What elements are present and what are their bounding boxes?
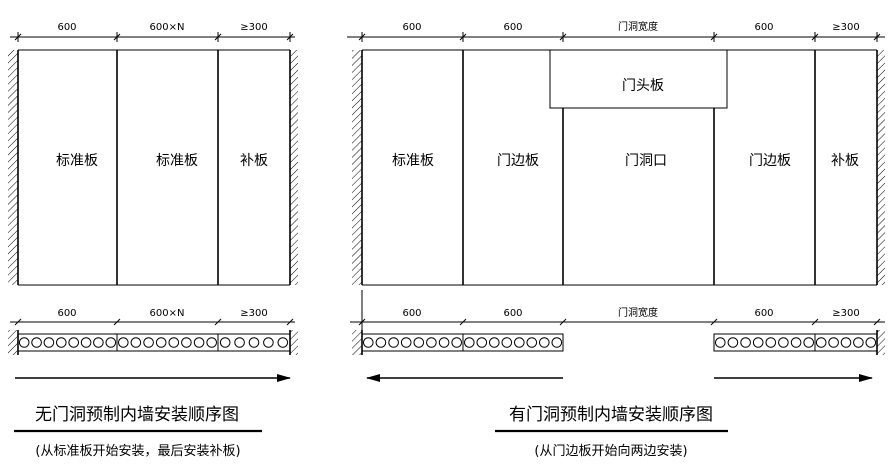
left-panel-filler: 补板 <box>240 153 268 169</box>
left-title: 无门洞预制内墙安装顺序图 <box>35 405 239 425</box>
core-hole <box>464 337 475 348</box>
core-hole <box>130 337 142 348</box>
right-panel-door-edge-1: 门边板 <box>497 153 539 169</box>
left-bottom-dim-2: 600×N <box>150 308 185 319</box>
core-hole <box>413 337 425 348</box>
core-hole <box>93 337 104 348</box>
core-hole <box>400 337 412 348</box>
left-panel-standard-1: 标准板 <box>56 153 98 169</box>
core-hole <box>752 337 764 348</box>
core-hole <box>31 337 42 348</box>
core-hole <box>438 337 450 348</box>
core-hole <box>815 337 827 348</box>
core-hole <box>740 337 751 348</box>
right-panel-door-edge-2: 门边板 <box>749 153 791 169</box>
core-hole <box>18 337 30 348</box>
left-bottom-dim-3: ≥300 <box>240 308 267 319</box>
right-subtitle: (从门边板开始向两边安装) <box>534 443 687 459</box>
core-hole <box>277 337 289 348</box>
door-header-panel <box>549 49 728 109</box>
left-plan: 600 600×N ≥300 <box>8 308 298 382</box>
right-elevation: 600 600 门洞宽度 600 ≥300 门头板 标准板 门边板 门洞口 门边… <box>347 20 885 286</box>
left-wall-hatch-left <box>8 50 18 285</box>
core-hole <box>426 337 437 348</box>
core-hole <box>778 337 789 348</box>
right-plan-cores <box>363 337 877 348</box>
right-plan: 600 600 门洞宽度 600 ≥300 <box>350 290 885 382</box>
core-hole <box>828 337 839 348</box>
core-hole <box>451 337 463 348</box>
core-hole <box>219 337 231 348</box>
core-hole <box>526 337 538 348</box>
right-header-panel-label: 门头板 <box>622 78 664 94</box>
core-hole <box>790 337 802 348</box>
core-hole <box>363 337 374 348</box>
core-hole <box>234 337 245 348</box>
core-hole <box>476 337 488 348</box>
core-hole <box>263 337 274 348</box>
core-hole <box>727 337 739 348</box>
left-subtitle: (从标准板开始安装，最后安装补板) <box>35 444 240 459</box>
right-top-dim-4: 600 <box>754 22 773 33</box>
left-panel-standard-2: 标准板 <box>156 153 198 169</box>
right-bottom-dim-1: 600 <box>402 308 421 319</box>
right-top-dim-2: 600 <box>503 22 522 33</box>
right-top-dimension: 600 600 门洞宽度 600 ≥300 <box>347 20 885 42</box>
right-top-dim-5: ≥300 <box>832 22 859 33</box>
left-elevation: 600 600×N ≥300 标准板 标准板 补板 <box>8 22 298 286</box>
right-bottom-dim-3: 门洞宽度 <box>618 306 658 319</box>
core-hole <box>118 337 129 348</box>
core-hole <box>715 337 726 348</box>
right-panel-filler: 补板 <box>831 153 859 169</box>
core-hole <box>388 337 399 348</box>
core-hole <box>155 337 167 348</box>
core-hole <box>206 337 217 348</box>
core-hole <box>514 337 525 348</box>
right-title: 有门洞预制内墙安装顺序图 <box>509 405 713 425</box>
core-hole <box>43 337 55 348</box>
right-bottom-dim-2: 600 <box>503 308 522 319</box>
core-hole <box>105 337 117 348</box>
core-hole <box>501 337 513 348</box>
right-bottom-dim-5: ≥300 <box>832 308 859 319</box>
left-top-dim-3: ≥300 <box>240 22 267 33</box>
core-hole <box>68 337 79 348</box>
core-hole <box>143 337 154 348</box>
right-panel-door-opening: 门洞口 <box>625 153 667 169</box>
core-hole <box>551 337 563 348</box>
core-hole <box>765 337 777 348</box>
core-hole <box>168 337 180 348</box>
right-caption: 有门洞预制内墙安装顺序图 (从门边板开始向两边安装) <box>495 405 728 459</box>
right-top-dim-3: 门洞宽度 <box>618 20 658 33</box>
core-hole <box>840 337 852 348</box>
core-hole <box>865 337 877 348</box>
right-bottom-dim-4: 600 <box>754 308 773 319</box>
core-hole <box>56 337 67 348</box>
left-caption: 无门洞预制内墙安装顺序图 (从标准板开始安装，最后安装补板) <box>14 405 262 459</box>
core-hole <box>248 337 260 348</box>
left-bottom-dim-1: 600 <box>57 308 76 319</box>
left-top-dimension: 600 600×N ≥300 <box>10 22 295 42</box>
core-hole <box>80 337 92 348</box>
left-wall-hatch-right <box>290 50 298 285</box>
core-hole <box>193 337 205 348</box>
core-hole <box>539 337 550 348</box>
right-top-dim-1: 600 <box>402 22 421 33</box>
left-top-dim-2: 600×N <box>150 22 185 33</box>
core-hole <box>375 337 387 348</box>
core-hole <box>181 337 192 348</box>
core-hole <box>853 337 864 348</box>
core-hole <box>489 337 500 348</box>
left-plan-cores <box>18 337 289 348</box>
right-panel-standard: 标准板 <box>392 153 434 169</box>
core-hole <box>803 337 815 348</box>
left-top-dim-1: 600 <box>57 22 76 33</box>
